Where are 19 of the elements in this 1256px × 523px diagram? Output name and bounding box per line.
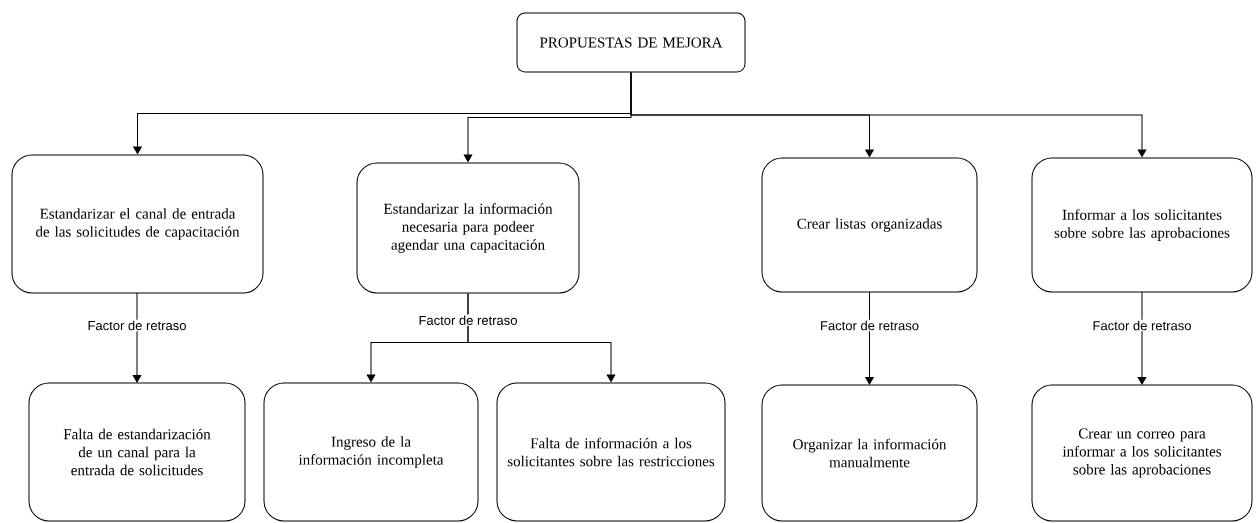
arrow — [630, 72, 1147, 157]
arrow — [132, 292, 142, 383]
rounded-box: Informar a los solicitantes sobre sobre las aprobaciones — [1031, 157, 1253, 293]
edge-label: Factor de retraso — [1091, 319, 1193, 332]
rounded-box: Falta de información a los solicitantes sobre las restricciones — [496, 382, 726, 522]
rounded-box: Crear listas organizadas — [761, 157, 978, 293]
arrow — [467, 293, 616, 382]
edge-label: Factor de retraso — [819, 319, 920, 332]
rounded-box: Estandarizar el canal de entrada de las solicitudes de capacitación — [11, 154, 264, 294]
rounded-box: Crear un correo para informar a los solicitantes sobre las aprobaciones — [1031, 384, 1253, 522]
rounded-box: Falta de estandarización de un canal para la entrada de solicitudes — [28, 382, 246, 522]
rounded-box: Organizar la información manualmente — [761, 384, 978, 522]
rounded-box: Ingreso de la información incompleta — [263, 382, 479, 522]
rounded-box: Estandarizar la información necesaria para podeer agendar una capacitación — [356, 162, 580, 294]
edge-label: Factor de retraso — [86, 319, 188, 332]
arrow — [865, 291, 874, 385]
edge-label: Factor de retraso — [417, 314, 519, 326]
arrow — [1137, 291, 1147, 385]
title-box: PROPUESTAS DE MEJORA — [516, 12, 746, 73]
